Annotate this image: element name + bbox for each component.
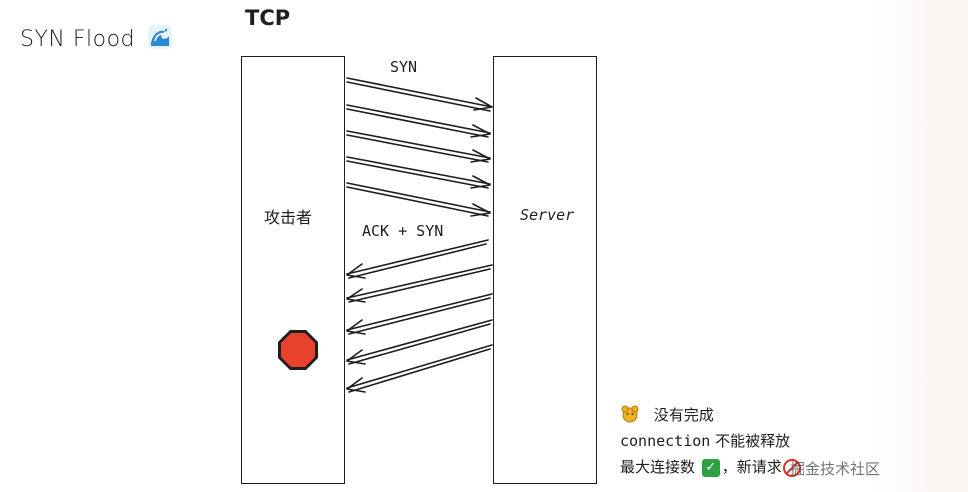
note-incomplete: 没有完成: [621, 404, 714, 425]
prohibited-icon: [782, 458, 801, 477]
server-label: Server: [520, 206, 575, 224]
syn-arrow: [346, 104, 491, 138]
note-new-request-text: ，新请求: [721, 458, 782, 476]
note-max-text: 最大连接数: [620, 458, 696, 476]
syn-label: SYN: [390, 58, 418, 76]
ack-syn-arrow: [346, 344, 493, 393]
page-edge-fade: [868, 0, 968, 492]
note-connection: connection 不能被释放: [620, 430, 790, 451]
server-box: [493, 56, 597, 484]
note-incomplete-text: 没有完成: [653, 406, 714, 424]
attacker-label: 攻击者: [264, 208, 313, 227]
ack-syn-label: ACK + SYN: [362, 222, 444, 240]
note-max-connections: 最大连接数 ✓，新请求: [620, 456, 802, 477]
note-connection-text: 不能被释放: [715, 432, 791, 450]
syn-arrow: [346, 77, 493, 112]
syn-arrow: [346, 156, 491, 189]
protocol-label: TCP: [245, 6, 291, 30]
watermark: 掘金技术社区: [790, 460, 881, 478]
check-icon: ✓: [701, 458, 720, 477]
ack-syn-arrow: [346, 264, 493, 303]
stop-sign-icon: [278, 330, 318, 370]
ack-syn-arrow: [346, 319, 493, 365]
face-icon: [621, 405, 639, 423]
ack-syn-arrow: [346, 239, 489, 279]
note-connection-code: connection: [620, 432, 711, 450]
page-title-text: SYN Flood: [20, 27, 136, 52]
syn-arrow: [346, 182, 491, 217]
attacker-box: [241, 56, 345, 484]
ack-syn-arrow: [346, 293, 493, 335]
page-title: SYN Flood: [20, 24, 173, 52]
syn-arrow: [346, 130, 491, 163]
wave-icon: [147, 25, 172, 49]
